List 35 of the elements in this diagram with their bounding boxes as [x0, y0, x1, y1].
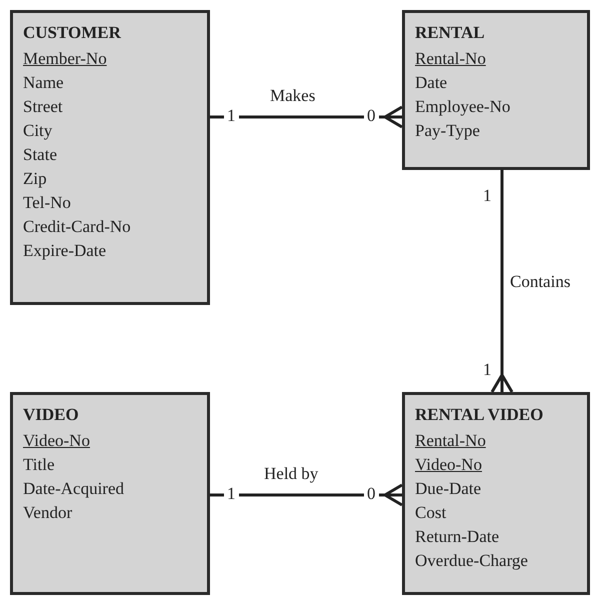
entity-box: [10, 10, 210, 305]
key-attribute: Rental-No: [415, 48, 487, 70]
attribute: Title: [23, 454, 56, 476]
key-attribute: Video-No: [415, 454, 483, 476]
attribute: Overdue-Charge: [415, 550, 529, 572]
entity-box: [402, 10, 590, 170]
key-attribute: Member-No: [23, 48, 108, 70]
attribute: State: [23, 144, 58, 166]
attribute: Date-Acquired: [23, 478, 126, 500]
key-attribute: Video-No: [23, 430, 91, 452]
relationship-line: [210, 484, 404, 506]
attribute: City: [23, 120, 54, 142]
entity-name: CUSTOMER: [23, 22, 122, 44]
entity-box: [402, 392, 590, 595]
entity-name: RENTAL: [415, 22, 486, 44]
key-attribute: Rental-No: [415, 430, 487, 452]
attribute: Tel-No: [23, 192, 72, 214]
entity-box: [10, 392, 210, 595]
relationship-line: [210, 106, 404, 128]
attribute: Cost: [415, 502, 448, 524]
attribute: Employee-No: [415, 96, 512, 118]
attribute: Pay-Type: [415, 120, 481, 142]
relationship-line: [490, 170, 514, 394]
attribute: Due-Date: [415, 478, 482, 500]
attribute: Credit-Card-No: [23, 216, 132, 238]
attribute: Zip: [23, 168, 48, 190]
attribute: Expire-Date: [23, 240, 108, 262]
entity-name: RENTAL VIDEO: [415, 404, 544, 426]
attribute: Return-Date: [415, 526, 500, 548]
attribute: Name: [23, 72, 65, 94]
edge-label: Held by: [264, 464, 318, 484]
entity-name: VIDEO: [23, 404, 80, 426]
attribute: Date: [415, 72, 448, 94]
attribute: Vendor: [23, 502, 74, 524]
attribute: Street: [23, 96, 64, 118]
